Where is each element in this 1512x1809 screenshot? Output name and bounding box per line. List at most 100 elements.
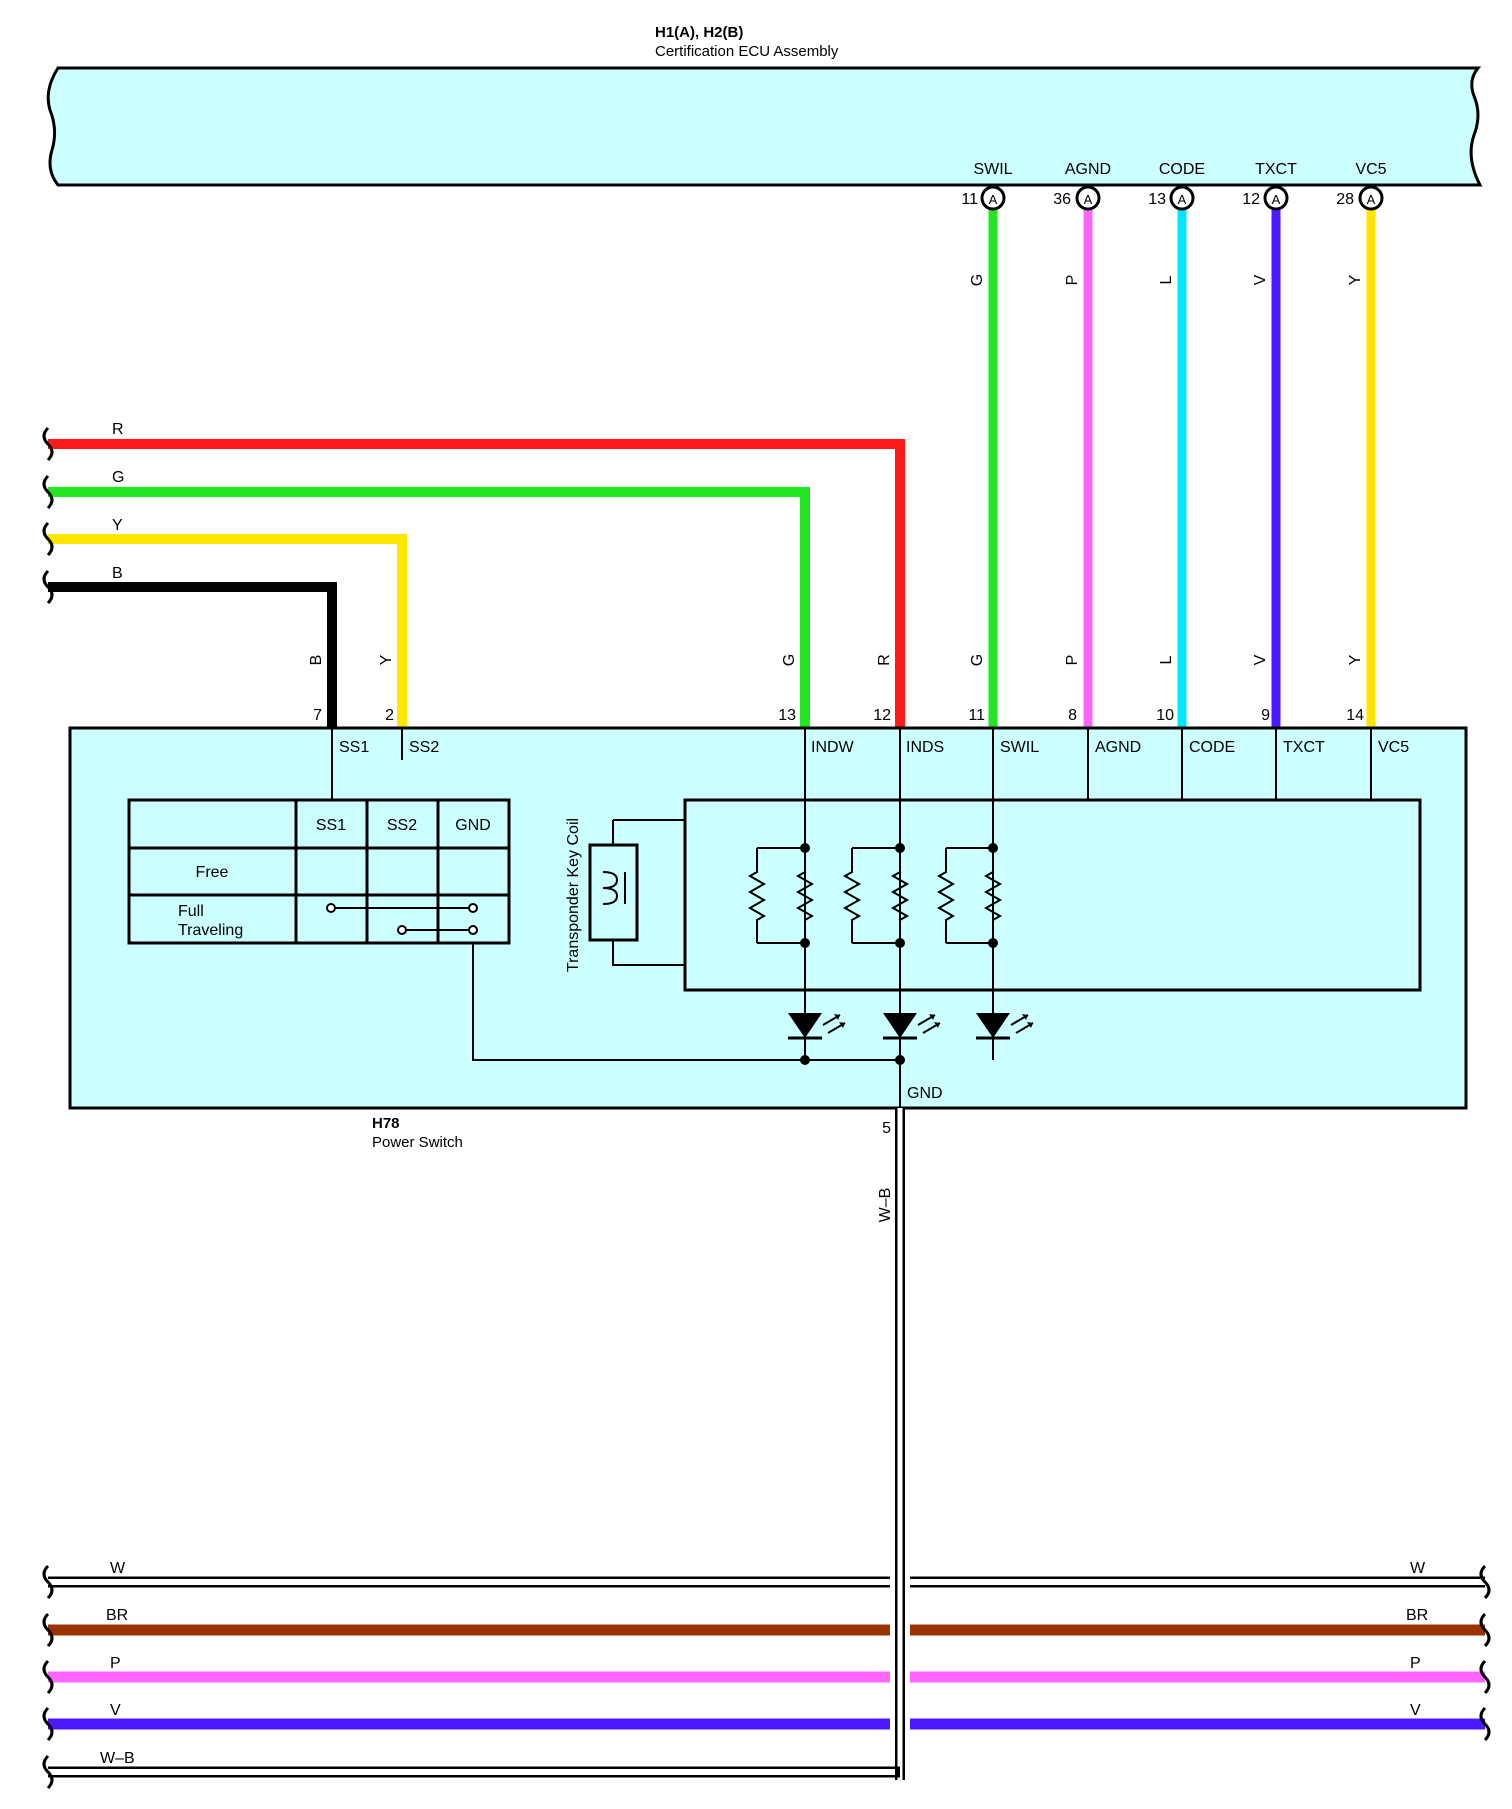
wire-code-label: Y xyxy=(1347,654,1364,665)
wire-b xyxy=(48,582,337,728)
ecu-terminal-agnd: AGND xyxy=(1065,161,1111,178)
wire-code-label: B xyxy=(308,655,325,666)
wire-code-label: V xyxy=(1252,274,1269,285)
resistor-networks xyxy=(747,728,1003,1108)
table-header: SS1 xyxy=(316,817,346,834)
left-wire-label: G xyxy=(112,469,124,486)
bottom-wire-label-right: V xyxy=(1410,1702,1421,1719)
terminal-indw: INDW xyxy=(811,739,855,756)
switch-pin: 13 xyxy=(778,707,796,724)
ecu-wires xyxy=(988,198,1376,728)
connector-letter: A xyxy=(1178,192,1187,207)
wire-code-label: Y xyxy=(1347,274,1364,285)
wire-code-label: P xyxy=(1064,275,1081,286)
bottom-wire-label: W–B xyxy=(100,1750,135,1767)
transponder-key-coil: Transponder Key Coil xyxy=(565,818,685,972)
wire-code-label: Y xyxy=(378,654,395,665)
ecu-pin: 28 xyxy=(1336,191,1354,208)
wire-g xyxy=(48,487,810,728)
connector-a-icon xyxy=(1263,185,1289,211)
connector-letter: A xyxy=(1367,192,1376,207)
terminal-swil: SWIL xyxy=(1000,739,1039,756)
bottom-wire-label-right: P xyxy=(1410,1655,1421,1672)
table-row-full-traveling: Full xyxy=(178,903,204,920)
left-wire-label: Y xyxy=(112,517,123,534)
connector-letter: A xyxy=(1272,192,1281,207)
switch-wire-codes: B Y G R G P L V Y xyxy=(308,654,1364,666)
ecu-terminal-vc5: VC5 xyxy=(1355,161,1386,178)
ecu-wire-codes-upper: G P L V Y xyxy=(969,274,1364,286)
coil-label: Transponder Key Coil xyxy=(565,818,582,972)
table-row-free: Free xyxy=(196,864,229,881)
wire-code-label: V xyxy=(1252,654,1269,665)
bottom-wire-label: V xyxy=(110,1702,121,1719)
connector-a-icon xyxy=(1075,185,1101,211)
terminal-inds: INDS xyxy=(906,739,944,756)
power-switch: SS1 SS2 INDW INDS SWIL AGND CODE TXCT VC… xyxy=(68,726,1468,1151)
connector-a-icon xyxy=(1169,185,1195,211)
wire-code-label: L xyxy=(1158,275,1175,284)
terminal-vc5: VC5 xyxy=(1378,739,1409,756)
bottom-wire-label: W xyxy=(110,1560,126,1577)
wire-y xyxy=(48,534,407,728)
connector-a-icon xyxy=(980,185,1006,211)
left-wire-label: B xyxy=(112,565,123,582)
bottom-wire-label: BR xyxy=(106,1607,128,1624)
ground-wire: 5 W–B xyxy=(877,1108,905,1780)
connector-letter: A xyxy=(1084,192,1093,207)
ecu-terminal-code: CODE xyxy=(1159,161,1205,178)
terminal-txct: TXCT xyxy=(1283,739,1325,756)
ecu-connectors: A 11 A 36 A 13 A 12 A 28 xyxy=(961,185,1384,211)
switch-pin: 2 xyxy=(385,707,394,724)
connector-a-icon xyxy=(1358,185,1384,211)
wire-code-label: P xyxy=(1064,655,1081,666)
terminal-agnd: AGND xyxy=(1095,739,1141,756)
wire-r xyxy=(48,439,905,728)
coil-icon xyxy=(602,871,619,905)
ecu-assembly: H1(A), H2(B) Certification ECU Assembly … xyxy=(46,24,1483,187)
table-row-full-traveling-2: Traveling xyxy=(178,922,243,939)
junction-dots xyxy=(800,843,998,1065)
gnd-label: GND xyxy=(907,1085,943,1102)
ecu-pin: 36 xyxy=(1053,191,1071,208)
switch-pin-numbers: 7 2 13 12 11 8 10 9 14 xyxy=(313,707,1364,724)
wire-code-label: G xyxy=(969,274,986,286)
ecu-pin: 11 xyxy=(961,191,978,208)
gnd-pin: 5 xyxy=(882,1120,891,1137)
bottom-wire-label-right: BR xyxy=(1406,1607,1428,1624)
ecu-pin: 12 xyxy=(1242,191,1260,208)
terminal-ss2: SS2 xyxy=(409,739,439,756)
table-header: SS2 xyxy=(387,817,417,834)
wire-code-label: L xyxy=(1158,655,1175,664)
led-icon xyxy=(883,1013,941,1040)
gnd-wire-code: W–B xyxy=(877,1188,894,1223)
switch-pin: 12 xyxy=(873,707,891,724)
power-switch-title: H78 xyxy=(372,1115,400,1132)
ecu-name: Certification ECU Assembly xyxy=(655,43,839,60)
switch-pin: 11 xyxy=(968,707,985,724)
led-icon xyxy=(976,1013,1034,1040)
ecu-title: H1(A), H2(B) xyxy=(655,24,743,41)
left-wires: R G Y B xyxy=(42,421,905,728)
switch-pin: 8 xyxy=(1068,707,1077,724)
wire-code-label: G xyxy=(969,654,986,666)
left-wire-label: R xyxy=(112,421,124,438)
bottom-wires: W BR P V W–B W BR P V xyxy=(42,1560,1491,1790)
switch-pin: 14 xyxy=(1346,707,1364,724)
switch-pin: 7 xyxy=(313,707,322,724)
switch-position-table: SS1 SS2 GND Free Full Traveling xyxy=(127,798,511,945)
switch-pin: 10 xyxy=(1156,707,1174,724)
internal-circuit-box xyxy=(683,798,1422,992)
wire-code-label: R xyxy=(876,654,893,666)
bottom-wire-label: P xyxy=(110,1655,121,1672)
ecu-pin: 13 xyxy=(1148,191,1166,208)
bottom-wire-label-right: W xyxy=(1410,1560,1426,1577)
ecu-terminal-swil: SWIL xyxy=(973,161,1012,178)
led-icon xyxy=(788,1013,846,1040)
ecu-terminal-txct: TXCT xyxy=(1255,161,1297,178)
switch-pin: 9 xyxy=(1261,707,1270,724)
terminal-ss1: SS1 xyxy=(339,739,369,756)
table-header: GND xyxy=(455,817,491,834)
connector-letter: A xyxy=(989,192,998,207)
